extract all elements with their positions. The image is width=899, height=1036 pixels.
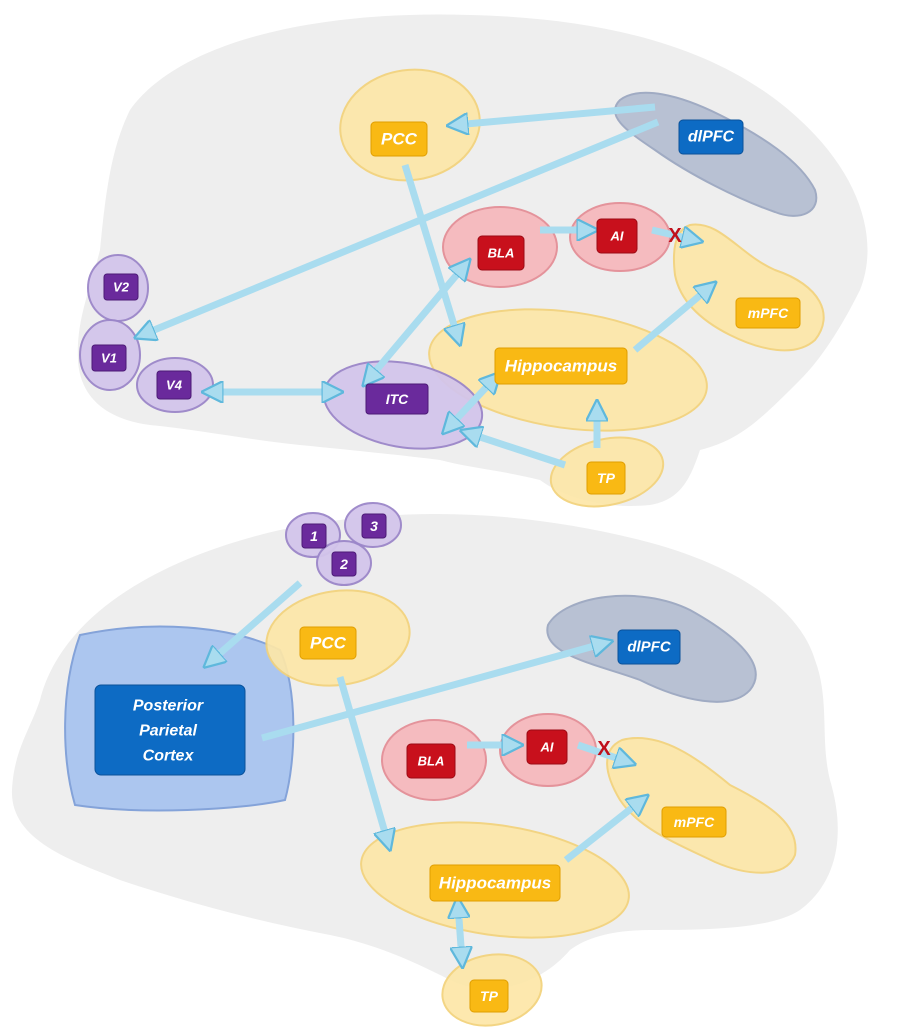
bottom-tp-box bbox=[469, 979, 509, 1013]
arrow-tp-hippocampus-bottom bbox=[458, 905, 462, 960]
bottom-input-3-box bbox=[361, 513, 387, 539]
top-tp-label: TP bbox=[597, 470, 616, 486]
bottom-hippocampus-label: Hippocampus bbox=[439, 874, 551, 893]
arrow-ai-to-mpfc bbox=[651, 230, 695, 240]
bottom-pcc-label: PCC bbox=[310, 634, 347, 653]
bottom-input-2-label: 2 bbox=[339, 556, 348, 572]
top-dlpfc-box bbox=[678, 119, 744, 155]
bottom-dlpfc-box bbox=[617, 629, 681, 665]
arrow-ai-to-mpfc-bottom bbox=[576, 741, 628, 762]
bottom-ppc-box bbox=[94, 684, 246, 776]
bottom-blocked-mark: X bbox=[597, 738, 611, 760]
bottom-ai-box bbox=[526, 729, 568, 765]
top-ai-box bbox=[596, 218, 638, 254]
bottom-pcc-box bbox=[299, 626, 357, 660]
bottom-mpfc-region bbox=[606, 737, 797, 874]
top-blocked-mark: X bbox=[668, 225, 682, 247]
bottom-panel: 1 3 2 PCC dlPFC Posterior Parietal Corte… bbox=[11, 502, 838, 1027]
bottom-dlpfc-label: dlPFC bbox=[627, 639, 671, 656]
bottom-tp-label: TP bbox=[480, 988, 499, 1004]
top-itc-label: ITC bbox=[386, 391, 409, 407]
top-panel: PCC dlPFC BLA AI mPFC Hippocampus TP V2 … bbox=[77, 14, 868, 508]
bottom-input-3-label: 3 bbox=[370, 518, 378, 534]
top-v2-label: V2 bbox=[113, 280, 130, 295]
bottom-ppc-label-line3: Cortex bbox=[143, 748, 195, 765]
arrow-pcc-to-hippocampus-bottom bbox=[336, 676, 388, 843]
top-mpfc-box bbox=[735, 297, 801, 329]
top-v4-label: V4 bbox=[166, 378, 183, 393]
arrow-dlpfc-to-pcc bbox=[455, 103, 656, 125]
top-v4-box bbox=[156, 370, 192, 400]
top-tp-box bbox=[586, 461, 626, 495]
arrow-tp-to-itc bbox=[468, 433, 567, 469]
arrow-inputs-to-ppc bbox=[210, 580, 303, 662]
bottom-ai-label: AI bbox=[540, 740, 554, 755]
bottom-hippocampus-box bbox=[429, 864, 561, 902]
top-dlpfc-label: dlPFC bbox=[688, 129, 735, 146]
bottom-bla-label: BLA bbox=[418, 754, 445, 769]
arrow-ppc-to-dlpfc bbox=[261, 643, 605, 742]
top-v2-box bbox=[103, 273, 139, 301]
arrow-itc-bla bbox=[368, 265, 465, 380]
top-v1-box bbox=[91, 344, 127, 372]
top-pcc-label: PCC bbox=[381, 130, 418, 149]
bottom-input-1-label: 1 bbox=[310, 528, 318, 544]
arrow-dlpfc-to-v1 bbox=[142, 118, 660, 335]
bottom-ppc-label-line2: Parietal bbox=[139, 723, 197, 740]
top-arrows bbox=[142, 103, 710, 469]
arrow-itc-hippocampus bbox=[448, 378, 495, 428]
arrow-hippocampus-to-mpfc-bottom bbox=[563, 800, 642, 863]
bottom-mpfc-label: mPFC bbox=[674, 814, 715, 830]
bottom-ppc-label-line1: Posterior bbox=[133, 698, 204, 715]
top-v1-label: V1 bbox=[101, 351, 117, 366]
bottom-bla-box bbox=[406, 743, 456, 779]
arrow-hippocampus-to-mpfc bbox=[632, 287, 710, 353]
top-hippocampus-box bbox=[494, 347, 628, 385]
bottom-input-2-box bbox=[331, 551, 357, 577]
bottom-arrows bbox=[210, 580, 642, 960]
top-pcc-box bbox=[370, 121, 428, 157]
top-mpfc-label: mPFC bbox=[748, 305, 789, 321]
top-bla-box bbox=[477, 235, 525, 271]
top-hippocampus-label: Hippocampus bbox=[505, 357, 617, 376]
bottom-mpfc-box bbox=[661, 806, 727, 838]
top-ai-label: AI bbox=[610, 229, 624, 244]
bottom-input-1-box bbox=[301, 523, 327, 549]
top-bla-label: BLA bbox=[488, 246, 515, 261]
top-itc-box bbox=[365, 383, 429, 415]
